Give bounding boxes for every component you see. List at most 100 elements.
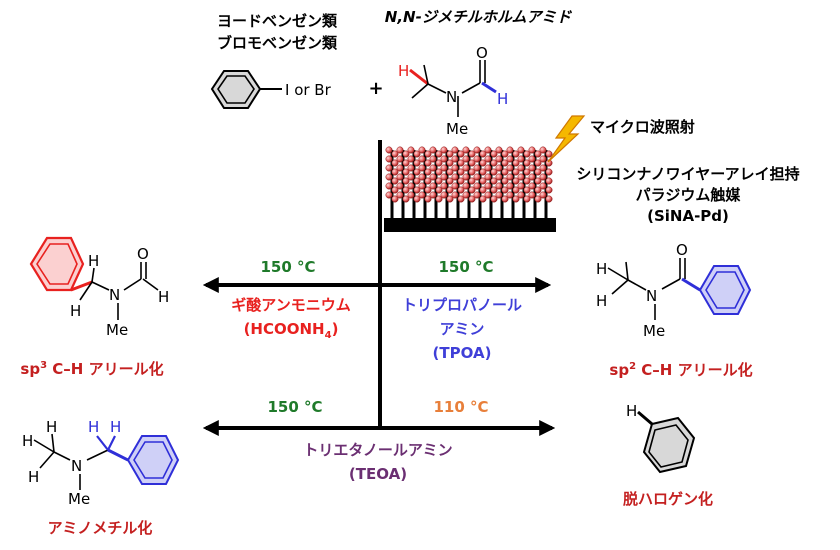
palladium-particle — [484, 146, 492, 154]
halogen-substituent: I or Br — [285, 81, 332, 99]
palladium-particle — [473, 164, 481, 172]
palladium-particle — [451, 191, 459, 199]
palladium-particle — [413, 168, 421, 176]
svg-text:Me: Me — [106, 321, 128, 339]
sp3-arylation-label: sp3 C–H アリール化 — [20, 360, 163, 378]
palladium-particle — [446, 159, 454, 167]
dehalo-ch-bond — [637, 410, 653, 426]
palladium-particle — [501, 195, 509, 203]
dmf-reactant: N,N-ジメチルホルムアミド H N Me O H — [385, 8, 572, 138]
dmf-red-ch-bond — [409, 68, 429, 86]
palladium-particle — [468, 168, 476, 176]
palladium-particle — [446, 177, 454, 185]
palladium-particle — [385, 164, 393, 172]
palladium-particle — [534, 195, 542, 203]
svg-text:H: H — [596, 292, 607, 310]
palladium-particle — [418, 146, 426, 154]
svg-text:H: H — [46, 418, 57, 436]
palladium-particle — [435, 195, 443, 203]
silicon-nanowire-array — [384, 146, 556, 232]
tpoa-name-line2: アミン — [440, 320, 485, 338]
palladium-particle — [495, 182, 503, 190]
palladium-particle — [473, 191, 481, 199]
palladium-particle — [462, 191, 470, 199]
palladium-particle — [517, 191, 525, 199]
palladium-particle — [457, 186, 465, 194]
catalyst-name-line2: パラジウム触媒 — [636, 186, 742, 204]
palladium-particle — [429, 164, 437, 172]
palladium-particle — [457, 177, 465, 185]
teoa-name: トリエタノールアミン — [303, 441, 452, 459]
upper-right-temperature: 150 °C — [438, 258, 493, 276]
palladium-particle — [523, 177, 531, 185]
palladium-particle — [385, 173, 393, 181]
palladium-particle — [391, 159, 399, 167]
palladium-particle — [534, 150, 542, 158]
palladium-particle — [506, 182, 514, 190]
palladium-particle — [539, 182, 547, 190]
palladium-particle — [435, 150, 443, 158]
palladium-particle — [512, 150, 520, 158]
palladium-particle — [468, 159, 476, 167]
aminomethylation-label: アミノメチル化 — [48, 519, 153, 537]
palladium-particle — [490, 186, 498, 194]
dehalogenation-label: 脱ハロゲン化 — [623, 490, 713, 508]
palladium-particle — [473, 173, 481, 181]
palladium-particle — [528, 173, 536, 181]
nanowire-columns — [385, 146, 553, 218]
svg-text:H: H — [28, 468, 39, 486]
palladium-particle — [402, 150, 410, 158]
palladium-particle — [517, 164, 525, 172]
palladium-particle — [457, 150, 465, 158]
palladium-particle — [396, 173, 404, 181]
palladium-particle — [512, 177, 520, 185]
palladium-particle — [539, 173, 547, 181]
palladium-particle — [424, 195, 432, 203]
palladium-particle — [501, 159, 509, 167]
palladium-particle — [484, 191, 492, 199]
dmf-nitrogen: N — [446, 88, 457, 106]
palladium-particle — [495, 146, 503, 154]
tpoa-name-line1: トリプロパノール — [402, 296, 522, 314]
palladium-particle — [385, 146, 393, 154]
palladium-particle — [495, 164, 503, 172]
palladium-particle — [501, 150, 509, 158]
palladium-particle — [462, 164, 470, 172]
sp2-blue-bond — [681, 277, 701, 292]
palladium-particle — [440, 191, 448, 199]
palladium-particle — [479, 150, 487, 158]
aminomethyl-nitrogen: N — [71, 457, 82, 475]
palladium-particle — [462, 182, 470, 190]
palladium-particle — [451, 173, 459, 181]
aryl-halide-reactant: ヨードベンゼン類 ブロモベンゼン類 I or Br — [210, 12, 338, 109]
dmf-methyl-label: Me — [446, 120, 468, 138]
palladium-particle — [391, 195, 399, 203]
palladium-particle — [429, 173, 437, 181]
palladium-particle — [402, 186, 410, 194]
palladium-particle — [446, 168, 454, 176]
palladium-particle — [424, 168, 432, 176]
palladium-particle — [528, 191, 536, 199]
palladium-particle — [407, 164, 415, 172]
palladium-particle — [457, 195, 465, 203]
palladium-particle — [479, 186, 487, 194]
benzene-ring-reactant — [210, 70, 262, 109]
palladium-particle — [418, 182, 426, 190]
sp3-arylation-product: H H N Me O H — [29, 236, 169, 339]
palladium-particle — [512, 186, 520, 194]
palladium-particle — [462, 146, 470, 154]
palladium-particle — [528, 164, 536, 172]
svg-text:O: O — [137, 245, 149, 263]
sp2-arylation-product: H H N Me O — [596, 241, 752, 340]
palladium-particle — [495, 173, 503, 181]
palladium-particle — [424, 159, 432, 167]
lightning-icon — [547, 115, 586, 163]
plus-sign: + — [368, 78, 383, 99]
palladium-particle — [407, 191, 415, 199]
palladium-particle — [523, 150, 531, 158]
catalyst-abbreviation: (SiNA-Pd) — [647, 207, 729, 225]
palladium-particle — [512, 168, 520, 176]
palladium-particle — [457, 159, 465, 167]
palladium-particle — [407, 146, 415, 154]
